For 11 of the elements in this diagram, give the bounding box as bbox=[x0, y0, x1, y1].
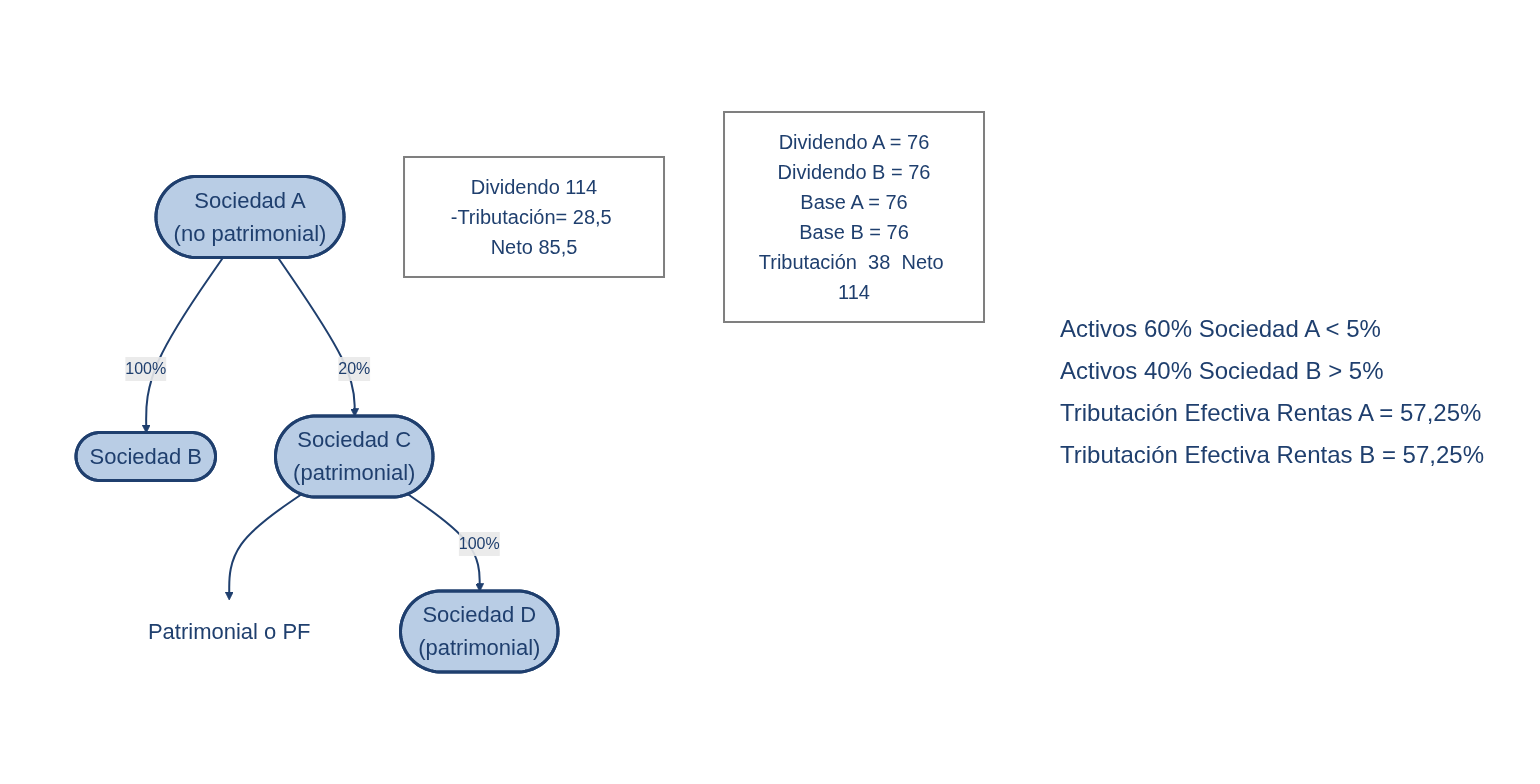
node-text: Patrimonial o PF bbox=[147, 618, 311, 644]
edge-label: 20% bbox=[338, 359, 371, 377]
arrow bbox=[224, 493, 303, 601]
note-text: Activos 60% Sociedad A < 5% bbox=[1060, 315, 1382, 343]
note-text: Tributación Efectiva Rentas A = 57,25% bbox=[1060, 399, 1483, 427]
note-text: Tributación Efectiva Rentas B = 57,25% bbox=[1060, 441, 1485, 469]
node-box: Dividendo A = 76 Dividendo B = 76 Base A = 76 Base B = 76 Tributación 38 Neto 114 bbox=[723, 111, 985, 323]
note-text: Activos 40% Sociedad B > 5% bbox=[1060, 357, 1385, 385]
edge-label: 100% bbox=[125, 359, 167, 377]
node-box: Dividendo 114 -Tributación= 28,5 Neto 85,5 bbox=[403, 156, 665, 278]
edge-label: 100% bbox=[458, 534, 500, 552]
